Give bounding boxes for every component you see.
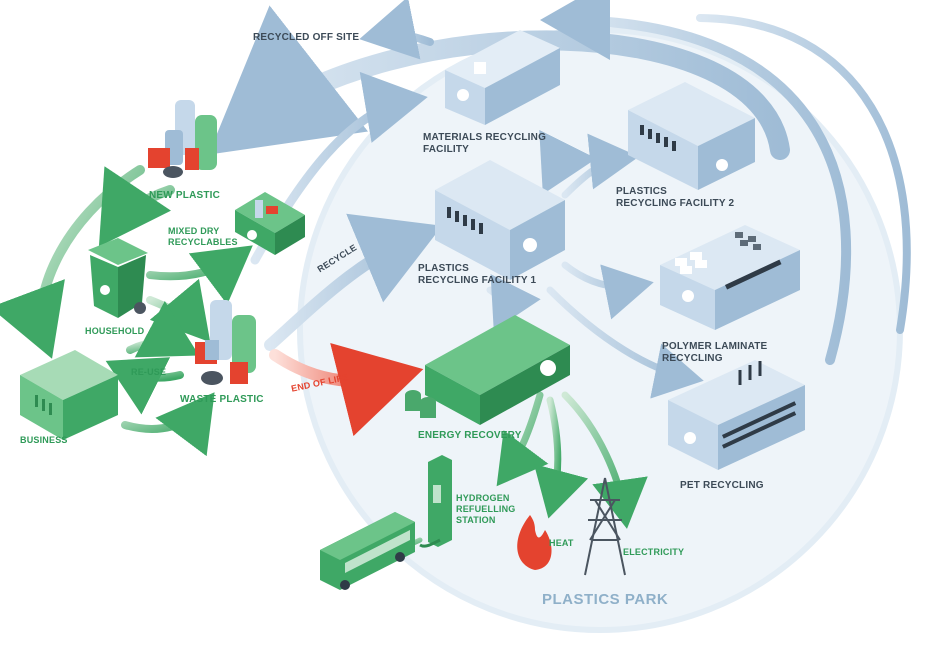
prf1-to-prf2-arrow — [561, 133, 639, 199]
label-new-plastic: NEW PLASTIC — [149, 190, 221, 201]
label-energy-recovery: ENERGY RECOVERY — [418, 430, 522, 441]
business-to-waste-arrow — [121, 392, 215, 457]
energy-recovery-building — [405, 315, 570, 425]
plastics-recycling-facility-1-building — [435, 160, 565, 280]
label-recycled-off-site: RECYCLED OFF SITE — [253, 32, 360, 43]
hydrogen-station — [419, 455, 452, 548]
flame-icon — [517, 515, 552, 570]
polymer-laminate-recycling-building — [660, 225, 800, 330]
re-use-arrow — [105, 357, 184, 415]
label-pet-recycling: PET RECYCLING — [680, 480, 764, 491]
pet-return-arrow — [540, 0, 852, 365]
label-mixed-dry-recyclables: MIXED DRY RECYCLABLES — [168, 226, 238, 247]
recycle-arrow — [264, 213, 443, 351]
label-re-use: RE-USE — [131, 367, 167, 377]
energy-to-heat-arrow — [533, 396, 589, 519]
electricity-pylon-icon — [584, 477, 626, 576]
label-electricity: ELECTRICITY — [623, 547, 685, 557]
household-to-waste-arrow — [146, 278, 211, 343]
waste-plastic-bottles — [195, 300, 256, 385]
mrf-to-prf1-arrow — [539, 129, 597, 195]
recycling-flows — [208, 0, 911, 399]
bus — [320, 512, 415, 590]
label-heat: HEAT — [549, 538, 574, 548]
household-to-mixed-dry-arrow — [146, 245, 253, 305]
mixed-dry-recyclables-crate — [235, 192, 305, 255]
business-building — [20, 350, 118, 440]
prf1-to-pet-arrow — [546, 286, 704, 399]
label-materials-recycling-facility: MATERIALS RECYCLING FACILITY — [423, 132, 547, 155]
pet-recycling-building — [668, 360, 805, 470]
new-plastic-bottles — [148, 100, 217, 178]
recycled-off-site-arrow — [359, 0, 434, 60]
label-household: HOUSEHOLD — [85, 326, 145, 336]
new-plastic-to-household-arrow — [98, 166, 175, 247]
end-of-life-arrow — [269, 342, 424, 437]
plastics-recycling-facility-2-building — [628, 82, 755, 190]
label-plastics-park: PLASTICS PARK — [542, 591, 669, 608]
energy-to-hydrogen-arrow — [496, 391, 549, 487]
label-plastics-recycling-facility-1: PLASTICS RECYCLING FACILITY 1 — [418, 263, 537, 286]
energy-to-electricity-arrow — [561, 391, 648, 529]
label-business: BUSINESS — [20, 435, 68, 445]
prf1-to-polymer-arrow — [561, 261, 654, 320]
label-waste-plastic: WASTE PLASTIC — [180, 394, 264, 405]
materials-recycling-facility-building — [445, 30, 560, 125]
label-polymer-laminate-recycling: POLYMER LAMINATE RECYCLING — [662, 341, 768, 364]
household-bin — [88, 238, 148, 318]
label-hydrogen-refuelling-station: HYDROGEN REFUELLING STATION — [456, 493, 516, 525]
label-plastics-recycling-facility-2: PLASTICS RECYCLING FACILITY 2 — [616, 186, 735, 209]
